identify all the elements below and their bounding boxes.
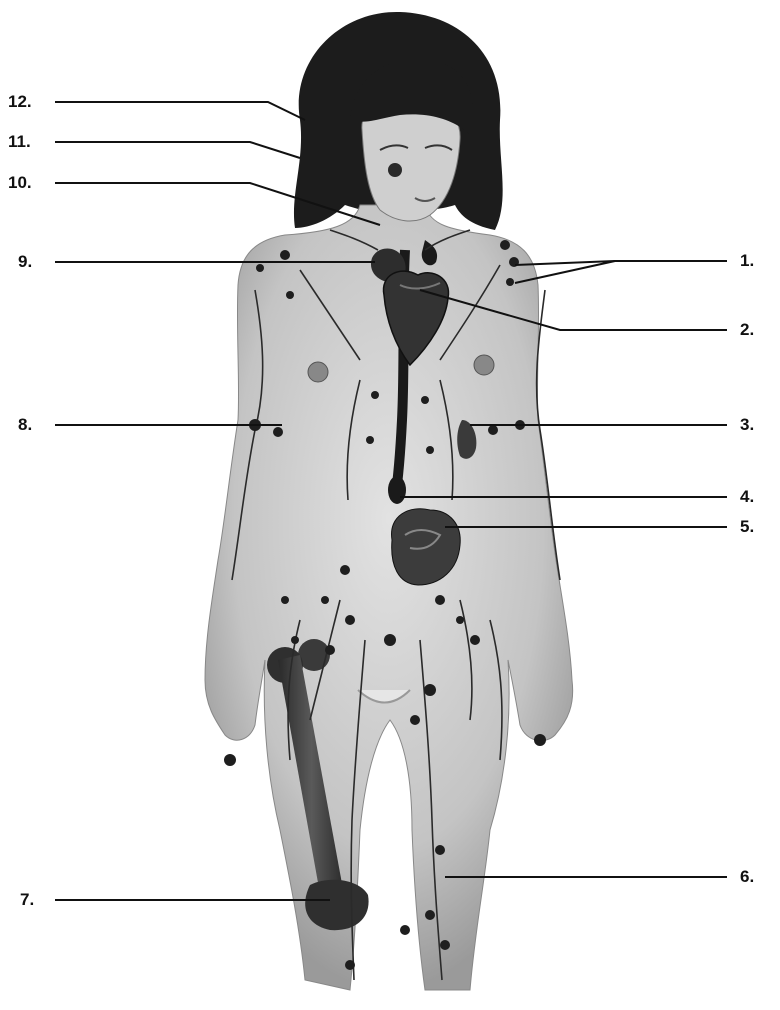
- label-8: 8.: [18, 416, 32, 433]
- label-7: 7.: [20, 891, 34, 908]
- body-figure: [205, 12, 573, 990]
- leader-11: [55, 142, 300, 158]
- cisterna-chyli: [388, 476, 406, 504]
- label-2: 2.: [740, 321, 754, 338]
- breast-left: [308, 362, 328, 382]
- label-4: 4.: [740, 488, 754, 505]
- label-3: 3.: [740, 416, 754, 433]
- leader-12: [55, 102, 305, 120]
- breast-right: [474, 355, 494, 375]
- label-10: 10.: [8, 174, 32, 191]
- label-12: 12.: [8, 93, 32, 110]
- label-11: 11.: [8, 133, 31, 150]
- label-6: 6.: [740, 868, 754, 885]
- leader-1: [515, 261, 727, 283]
- tonsil-node: [388, 163, 402, 177]
- label-5: 5.: [740, 518, 754, 535]
- label-1: 1.: [740, 252, 754, 269]
- label-9: 9.: [18, 253, 32, 270]
